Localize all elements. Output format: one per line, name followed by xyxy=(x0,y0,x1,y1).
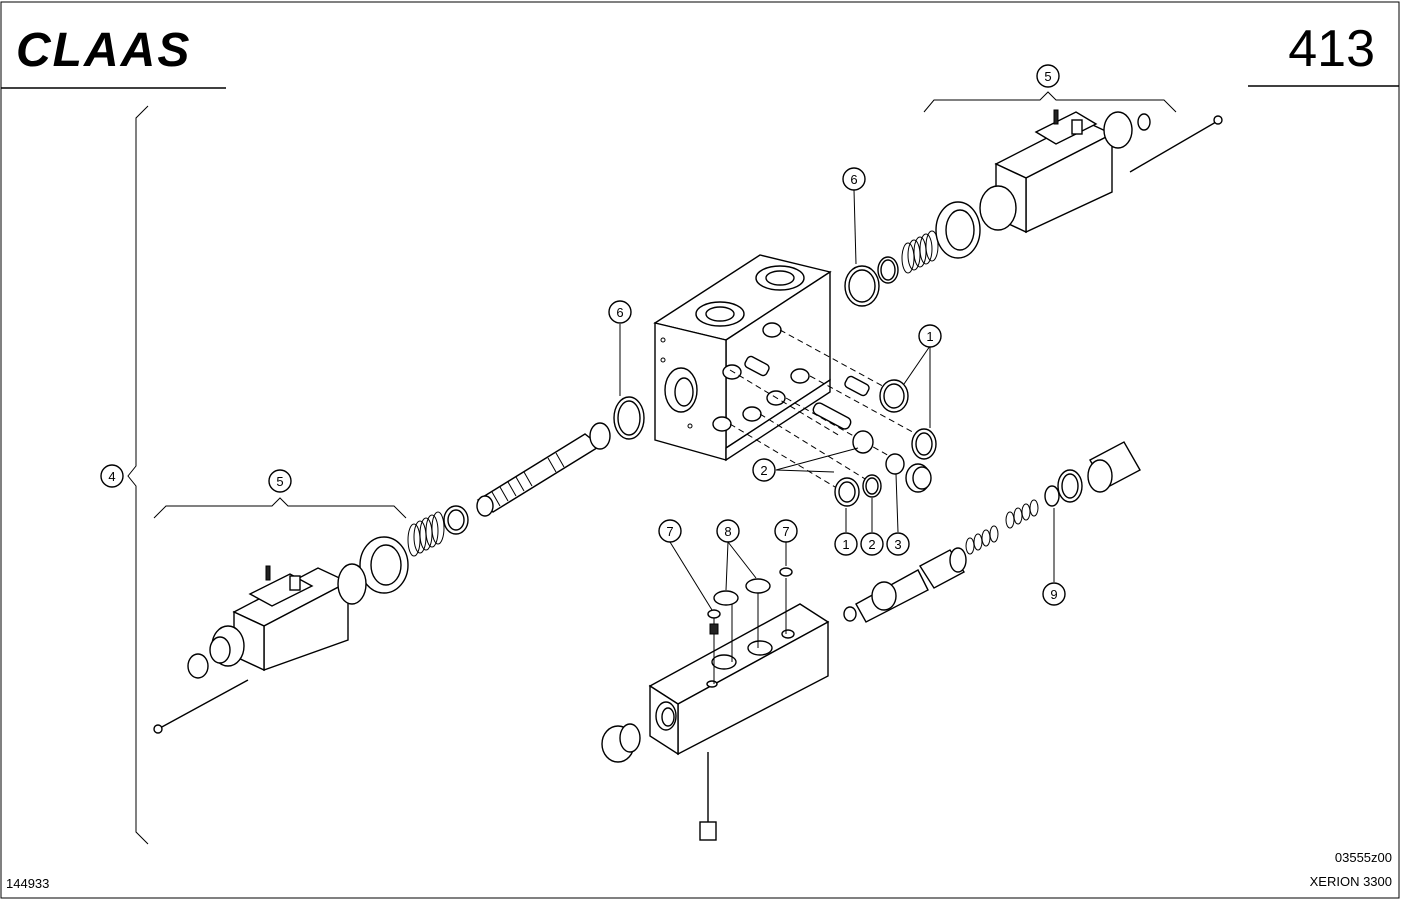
solenoid-top xyxy=(979,109,1151,234)
brand-logo: CLAAS xyxy=(16,24,191,77)
leader-lines xyxy=(619,189,1055,611)
solenoid-left xyxy=(187,563,367,679)
drawing-code: 03555z00 xyxy=(1335,850,1392,865)
svg-text:9: 9 xyxy=(1050,587,1057,602)
group-bracket-top xyxy=(923,91,1177,113)
svg-text:4: 4 xyxy=(108,469,115,484)
pins xyxy=(744,355,870,430)
svg-text:2: 2 xyxy=(868,537,875,552)
page-number: 413 xyxy=(1288,20,1375,78)
svg-text:5: 5 xyxy=(1044,69,1051,84)
callout-6-left: 6 xyxy=(608,300,632,324)
svg-text:8: 8 xyxy=(724,524,731,539)
bolt-top xyxy=(1129,115,1223,173)
callout-2-bottom: 2 xyxy=(860,532,884,556)
svg-text:5: 5 xyxy=(276,474,283,489)
svg-text:1: 1 xyxy=(842,537,849,552)
assembly-bracket xyxy=(127,105,149,845)
main-valve-block xyxy=(653,254,832,462)
rings-bottom xyxy=(707,567,793,635)
callout-1-bottom: 1 xyxy=(834,532,858,556)
spring-top xyxy=(877,201,981,284)
svg-text:7: 7 xyxy=(666,524,673,539)
callouts: 6 6 5 5 4 1 2 1 xyxy=(100,64,1066,606)
spool-right xyxy=(843,441,1141,623)
callout-7-right: 7 xyxy=(774,519,798,543)
group-bracket-left xyxy=(153,497,407,519)
svg-text:2: 2 xyxy=(760,463,767,478)
svg-text:6: 6 xyxy=(616,305,623,320)
spool xyxy=(476,422,611,517)
svg-text:3: 3 xyxy=(894,537,901,552)
document-number: 144933 xyxy=(6,876,49,891)
callout-5-top: 5 xyxy=(1036,64,1060,88)
bolt-bottom xyxy=(699,752,717,841)
svg-text:6: 6 xyxy=(850,172,857,187)
callout-4: 4 xyxy=(100,464,124,488)
callout-7-left: 7 xyxy=(658,519,682,543)
spring-left xyxy=(359,505,469,594)
callout-5-left: 5 xyxy=(268,469,292,493)
bolt-left xyxy=(153,679,249,734)
bottom-valve-block xyxy=(648,578,830,756)
callout-3: 3 xyxy=(886,532,910,556)
callout-1-top: 1 xyxy=(918,324,942,348)
callout-8: 8 xyxy=(716,519,740,543)
model-name: XERION 3300 xyxy=(1310,874,1392,889)
callout-2-mid: 2 xyxy=(752,458,776,482)
svg-text:1: 1 xyxy=(926,329,933,344)
brand-logo-text: CLAAS xyxy=(16,24,191,77)
callout-6-top: 6 xyxy=(842,167,866,191)
plug-bottom xyxy=(601,723,641,763)
svg-text:7: 7 xyxy=(782,524,789,539)
assembly-lines xyxy=(729,329,921,491)
callout-9: 9 xyxy=(1042,582,1066,606)
o-rings-right xyxy=(834,379,937,507)
